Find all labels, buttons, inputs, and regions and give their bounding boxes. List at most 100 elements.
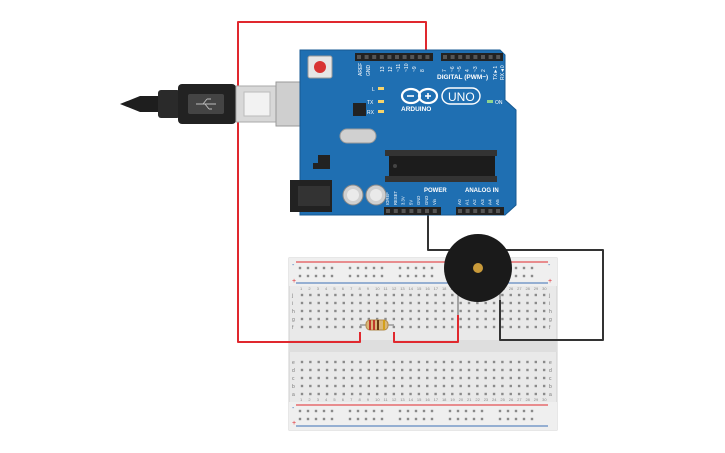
breadboard-hole[interactable]: [526, 301, 529, 305]
breadboard-hole[interactable]: [334, 360, 337, 364]
rail-hole[interactable]: [298, 266, 302, 270]
rail-hole[interactable]: [372, 417, 376, 421]
breadboard-hole[interactable]: [434, 376, 437, 380]
breadboard-hole[interactable]: [342, 368, 345, 372]
rail-hole[interactable]: [448, 409, 452, 413]
breadboard-hole[interactable]: [509, 325, 512, 329]
breadboard-hole[interactable]: [467, 392, 471, 396]
breadboard-hole[interactable]: [317, 317, 320, 321]
rail-hole[interactable]: [456, 409, 460, 413]
rail-hole[interactable]: [422, 266, 426, 270]
breadboard-hole[interactable]: [542, 317, 546, 321]
breadboard-hole[interactable]: [426, 317, 429, 321]
breadboard-hole[interactable]: [417, 325, 421, 329]
breadboard-hole[interactable]: [367, 368, 370, 372]
breadboard-hole[interactable]: [526, 309, 529, 313]
breadboard-hole[interactable]: [350, 309, 354, 313]
rail-hole[interactable]: [314, 409, 318, 413]
breadboard-hole[interactable]: [309, 384, 312, 388]
digital-pin-sockets[interactable]: [357, 55, 501, 59]
breadboard-hole[interactable]: [451, 301, 454, 305]
breadboard-hole[interactable]: [417, 293, 421, 297]
breadboard-hole[interactable]: [392, 376, 396, 380]
breadboard-hole[interactable]: [501, 368, 504, 372]
breadboard-hole[interactable]: [492, 309, 496, 313]
breadboard-hole[interactable]: [501, 376, 504, 380]
breadboard-hole[interactable]: [476, 384, 479, 388]
breadboard-hole[interactable]: [309, 392, 312, 396]
breadboard-hole[interactable]: [526, 384, 529, 388]
rail-hole[interactable]: [472, 417, 476, 421]
breadboard-hole[interactable]: [392, 317, 396, 321]
breadboard-hole[interactable]: [342, 301, 345, 305]
breadboard-hole[interactable]: [509, 293, 512, 297]
usb-cable[interactable]: [120, 81, 309, 127]
breadboard-hole[interactable]: [517, 309, 521, 313]
breadboard-hole[interactable]: [501, 360, 504, 364]
breadboard-hole[interactable]: [309, 293, 312, 297]
breadboard-hole[interactable]: [409, 301, 412, 305]
digital-pin-socket[interactable]: [395, 55, 399, 59]
breadboard-hole[interactable]: [325, 368, 329, 372]
breadboard-hole[interactable]: [459, 301, 462, 305]
breadboard-hole[interactable]: [451, 317, 454, 321]
breadboard-hole[interactable]: [542, 360, 546, 364]
breadboard-hole[interactable]: [459, 309, 462, 313]
breadboard-hole[interactable]: [367, 317, 370, 321]
breadboard-hole[interactable]: [534, 392, 537, 396]
rail-hole[interactable]: [464, 409, 468, 413]
breadboard-hole[interactable]: [392, 392, 396, 396]
breadboard-hole[interactable]: [401, 301, 404, 305]
breadboard-hole[interactable]: [417, 392, 421, 396]
breadboard-hole[interactable]: [367, 384, 370, 388]
rail-hole[interactable]: [372, 409, 376, 413]
breadboard-hole[interactable]: [350, 384, 354, 388]
rail-hole[interactable]: [422, 409, 426, 413]
breadboard-hole[interactable]: [526, 360, 529, 364]
rail-hole[interactable]: [430, 274, 434, 278]
breadboard-hole[interactable]: [392, 309, 396, 313]
rail-hole[interactable]: [406, 266, 410, 270]
breadboard-hole[interactable]: [350, 301, 354, 305]
breadboard-hole[interactable]: [542, 376, 546, 380]
breadboard-hole[interactable]: [401, 392, 404, 396]
breadboard-hole[interactable]: [467, 325, 471, 329]
breadboard-hole[interactable]: [401, 309, 404, 313]
breadboard-hole[interactable]: [325, 384, 329, 388]
breadboard-hole[interactable]: [317, 384, 320, 388]
breadboard-hole[interactable]: [434, 309, 437, 313]
rail-hole[interactable]: [448, 417, 452, 421]
breadboard-hole[interactable]: [417, 309, 421, 313]
breadboard-hole[interactable]: [300, 368, 304, 372]
breadboard-hole[interactable]: [375, 376, 379, 380]
breadboard-hole[interactable]: [375, 392, 379, 396]
breadboard-hole[interactable]: [401, 325, 404, 329]
breadboard-hole[interactable]: [375, 293, 379, 297]
rail-hole[interactable]: [422, 417, 426, 421]
breadboard-hole[interactable]: [534, 301, 537, 305]
breadboard-hole[interactable]: [334, 301, 337, 305]
rail-hole[interactable]: [514, 417, 518, 421]
breadboard-hole[interactable]: [309, 301, 312, 305]
breadboard-hole[interactable]: [517, 293, 521, 297]
breadboard-hole[interactable]: [384, 376, 387, 380]
breadboard-hole[interactable]: [459, 376, 462, 380]
breadboard-hole[interactable]: [426, 325, 429, 329]
breadboard-hole[interactable]: [334, 368, 337, 372]
breadboard-hole[interactable]: [300, 317, 304, 321]
breadboard-hole[interactable]: [300, 309, 304, 313]
rail-hole[interactable]: [414, 274, 418, 278]
breadboard-hole[interactable]: [459, 325, 462, 329]
rail-hole[interactable]: [398, 274, 402, 278]
rail-hole[interactable]: [414, 409, 418, 413]
breadboard-hole[interactable]: [442, 293, 446, 297]
digital-pin-socket[interactable]: [481, 55, 485, 59]
rail-hole[interactable]: [406, 417, 410, 421]
breadboard-hole[interactable]: [417, 301, 421, 305]
power-analog-pin-sockets[interactable]: [386, 209, 500, 213]
rail-hole[interactable]: [530, 274, 534, 278]
rail-hole[interactable]: [348, 266, 352, 270]
breadboard-hole[interactable]: [442, 376, 446, 380]
